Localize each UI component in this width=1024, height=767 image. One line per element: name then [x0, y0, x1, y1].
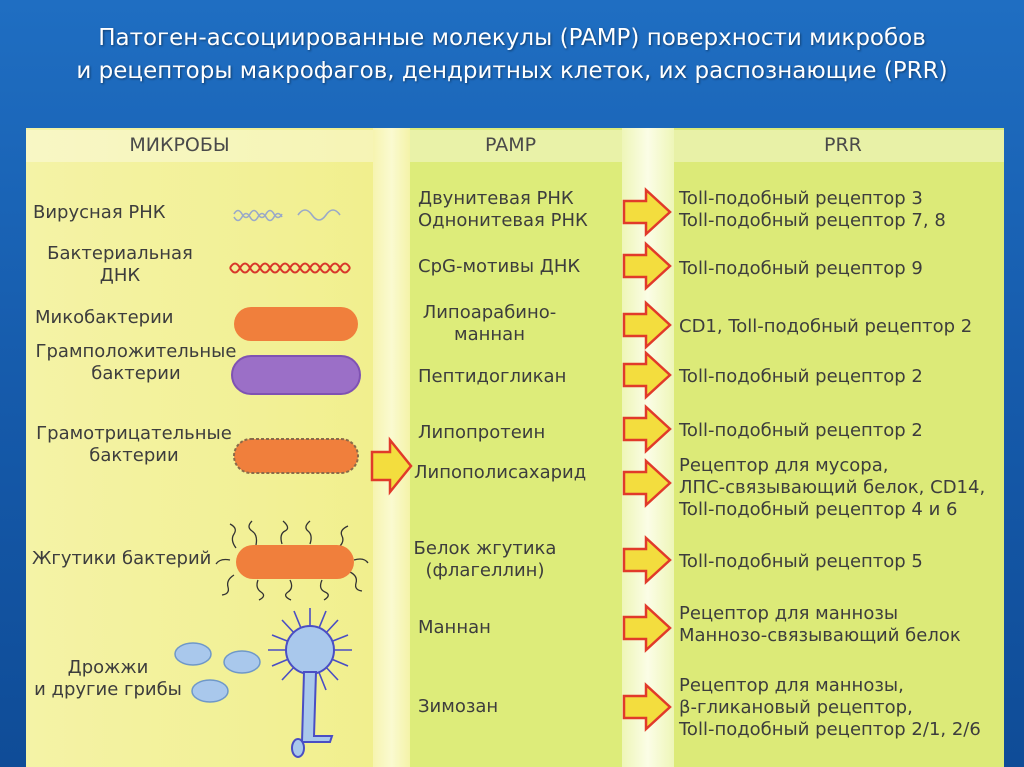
header-microbes: МИКРОБЫ: [26, 130, 373, 162]
microbe-label: Бактериальная ДНК: [47, 243, 193, 286]
microbe-label: Грамотрицательные бактерии: [36, 423, 232, 466]
prr-label: Toll-подобный рецептор 9: [679, 258, 923, 279]
slide-title: Патоген-ассоциированные молекулы (PAMP) …: [0, 22, 1024, 88]
prr-label: Рецептор для маннозы, β-гликановый рецеп…: [679, 675, 981, 740]
pamp-label: Липопротеин: [418, 422, 546, 443]
microbe-label: Микобактерии: [35, 307, 174, 328]
prr-label: Рецептор для мусора, ЛПС-связывающий бел…: [679, 455, 986, 520]
pamp-label: Пептидогликан: [418, 366, 567, 387]
microbe-label: Жгутики бактерий: [32, 548, 212, 569]
header-prr: PRR: [674, 130, 1004, 162]
prr-label: Toll-подобный рецептор 2: [679, 366, 923, 387]
pamp-column: [410, 128, 622, 767]
prr-label: Toll-подобный рецептор 2: [679, 420, 923, 441]
pamp-label: Белок жгутика (флагеллин): [413, 538, 557, 581]
prr-label: Toll-подобный рецептор 5: [679, 551, 923, 572]
pamp-label: Зимозан: [418, 696, 499, 717]
title-line-1: Патоген-ассоциированные молекулы (PAMP) …: [98, 25, 926, 51]
header-pamp: PAMP: [410, 130, 622, 162]
prr-label: CD1, Toll-подобный рецептор 2: [679, 316, 973, 337]
microbe-label: Дрожжи и другие грибы: [34, 657, 182, 700]
prr-label: Рецептор для маннозы Маннозо-связывающий…: [679, 603, 961, 646]
prr-column: [674, 128, 1004, 767]
pamp-label: CpG-мотивы ДНК: [418, 256, 581, 277]
microbe-label: Вирусная РНК: [33, 202, 166, 223]
pamp-label: Липополисахарид: [414, 462, 587, 483]
microbe-label: Грамположительные бактерии: [35, 341, 237, 384]
pamp-label: Липоарабино- маннан: [422, 302, 557, 345]
pamp-label: Маннан: [418, 617, 491, 638]
title-line-2: и рецепторы макрофагов, дендритных клето…: [76, 58, 948, 84]
column-gap: [373, 128, 410, 767]
column-gap: [622, 128, 674, 767]
prr-label: Toll-подобный рецептор 3 Toll-подобный р…: [679, 188, 946, 231]
pamp-label: Двунитевая РНК Однонитевая РНК: [418, 188, 588, 231]
